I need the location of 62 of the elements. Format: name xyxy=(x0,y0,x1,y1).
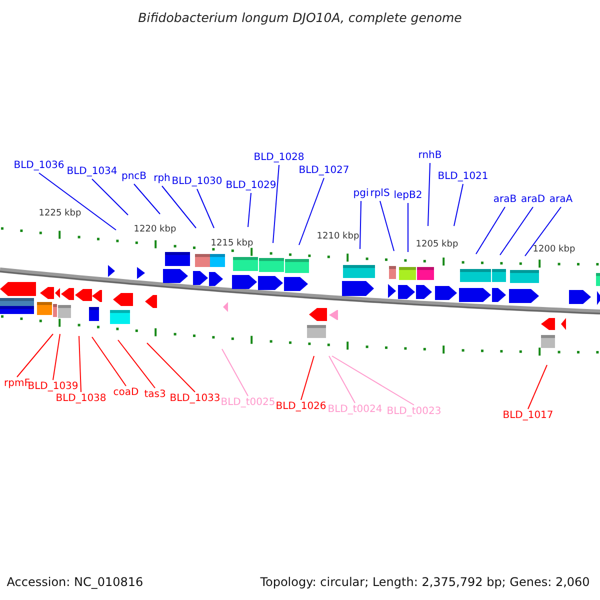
leader-line xyxy=(134,184,160,214)
leader-line xyxy=(272,164,280,244)
gene-label: coaD xyxy=(113,388,139,398)
gene-label: BLD_1038 xyxy=(56,394,106,404)
gene-label: pncB xyxy=(121,172,147,182)
leader-line xyxy=(92,178,128,216)
gene-label: rplS xyxy=(370,189,390,199)
gene-label: rpmF xyxy=(4,379,30,389)
leader-line xyxy=(476,206,506,254)
leader-line xyxy=(360,200,362,250)
leader-line xyxy=(146,342,196,392)
gene-label: BLD_1017 xyxy=(502,411,554,421)
scale-label: 1200 kbp xyxy=(532,246,576,254)
leader-line xyxy=(118,340,156,388)
leader-line xyxy=(528,364,548,410)
map-title: Bifidobacterium longum DJO10A, complete genome xyxy=(138,12,462,24)
leader-line xyxy=(524,206,562,256)
leader-line xyxy=(222,348,248,396)
leader-line xyxy=(162,186,196,228)
gene-label: BLD_t0023 xyxy=(386,407,442,417)
gene-label: BLD_1039 xyxy=(28,382,78,392)
gene-label: BLD_1029 xyxy=(226,181,276,191)
leader-line xyxy=(38,172,116,230)
leader-line xyxy=(52,334,60,380)
leader-line xyxy=(454,184,464,226)
gene-label: tas3 xyxy=(144,390,166,400)
gene-label: BLD_t0025 xyxy=(220,398,276,408)
leader-line xyxy=(248,192,252,228)
gene-label: BLD_1026 xyxy=(276,402,326,412)
accession-text: Accession: NC_010816 xyxy=(6,576,144,588)
scale-label: 1220 kbp xyxy=(134,226,176,234)
leader-line xyxy=(196,188,214,228)
gene-label: rph xyxy=(154,174,170,184)
leader-line xyxy=(500,206,534,256)
leader-line xyxy=(92,336,126,386)
leader-line xyxy=(328,356,356,404)
leader-line xyxy=(78,336,82,392)
gene-label: BLD_1028 xyxy=(254,153,304,163)
leader-line xyxy=(428,162,430,226)
leader-line xyxy=(16,334,54,378)
gene-label: lepB2 xyxy=(394,191,422,201)
gene-label: araB xyxy=(493,195,517,205)
gene-label: araA xyxy=(549,195,573,205)
gene-label: BLD_1033 xyxy=(170,394,220,404)
leader-line xyxy=(298,178,324,246)
gene-label: pgi xyxy=(353,189,369,199)
gene-label: BLD_t0024 xyxy=(328,405,382,415)
leader-line xyxy=(332,356,414,406)
leader-line xyxy=(380,200,394,252)
scale-label: 1210 kbp xyxy=(316,232,360,242)
gene-label: rnhB xyxy=(418,151,442,161)
gene-label: BLD_1030 xyxy=(172,177,222,187)
genome-summary-text: Topology: circular; Length: 2,375,792 bp; Genes: 2,060 xyxy=(260,576,590,588)
gene-label: BLD_1021 xyxy=(438,172,488,182)
gene-label: BLD_1036 xyxy=(14,161,64,171)
gene-label: araD xyxy=(520,195,546,205)
scale-label: 1205 kbp xyxy=(416,240,458,250)
leader-line xyxy=(300,356,314,400)
gene-label: BLD_1034 xyxy=(66,167,118,177)
scale-label: 1225 kbp xyxy=(38,210,82,218)
gene-label: BLD_1027 xyxy=(298,166,350,176)
scale-label: 1215 kbp xyxy=(210,240,254,248)
